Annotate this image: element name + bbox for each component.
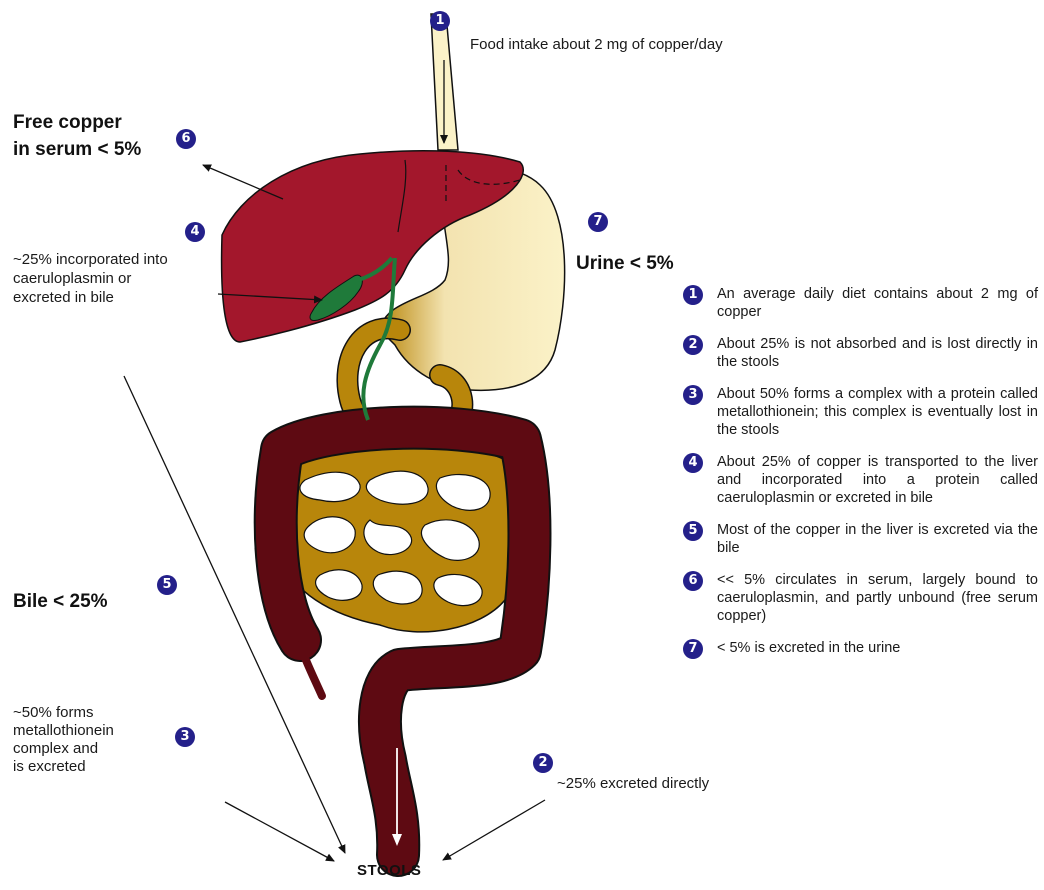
food-intake-label: Food intake about 2 mg of copper/day [470,36,723,54]
legend-text: << 5% circulates in serum, largely bound… [717,571,1038,625]
metallothionein-label-line1: ~50% forms [13,704,93,722]
excreted-directly-label: ~25% excreted directly [557,775,709,793]
badge-bile: 5 [157,575,177,595]
legend-badge: 1 [683,285,703,305]
legend-badge: 7 [683,639,703,659]
metallothionein-label-line3: complex and [13,740,98,758]
legend-text: About 50% forms a complex with a protein… [717,385,1038,439]
badge-metallothionein: 3 [175,727,195,747]
legend-text: < 5% is excreted in the urine [717,639,1038,657]
free-copper-label-line1: Free copper [13,110,122,135]
legend-item: 5 Most of the copper in the liver is exc… [683,521,1038,557]
metallothionein-label-line2: metallothionein [13,722,114,740]
caeruloplasmin-label-line3: excreted in bile [13,289,114,307]
legend-text: About 25% of copper is transported to th… [717,453,1038,507]
urine-label: Urine < 5% [576,251,674,276]
legend-badge: 3 [683,385,703,405]
legend-badge: 5 [683,521,703,541]
badge-caeruloplasmin: 4 [185,222,205,242]
legend-item: 3 About 50% forms a complex with a prote… [683,385,1038,439]
bile-label: Bile < 25% [13,589,108,614]
legend-text: About 25% is not absorbed and is lost di… [717,335,1038,371]
badge-food-intake: 1 [430,11,450,31]
badge-free-copper: 6 [176,129,196,149]
legend: 1 An average daily diet contains about 2… [683,285,1038,671]
legend-badge: 4 [683,453,703,473]
legend-item: 1 An average daily diet contains about 2… [683,285,1038,321]
metallothionein-label-line4: is excreted [13,758,86,776]
legend-item: 6 << 5% circulates in serum, largely bou… [683,571,1038,625]
free-copper-label-line2: in serum < 5% [13,137,141,162]
legend-badge: 2 [683,335,703,355]
legend-item: 4 About 25% of copper is transported to … [683,453,1038,507]
stools-label: STOOLS [357,862,421,879]
legend-text: Most of the copper in the liver is excre… [717,521,1038,557]
legend-text: An average daily diet contains about 2 m… [717,285,1038,321]
legend-badge: 6 [683,571,703,591]
badge-excreted-directly: 2 [533,753,553,773]
caeruloplasmin-label-line2: caeruloplasmin or [13,270,131,288]
legend-item: 7 < 5% is excreted in the urine [683,639,1038,657]
badge-urine: 7 [588,212,608,232]
legend-item: 2 About 25% is not absorbed and is lost … [683,335,1038,371]
caeruloplasmin-label-line1: ~25% incorporated into [13,251,168,269]
